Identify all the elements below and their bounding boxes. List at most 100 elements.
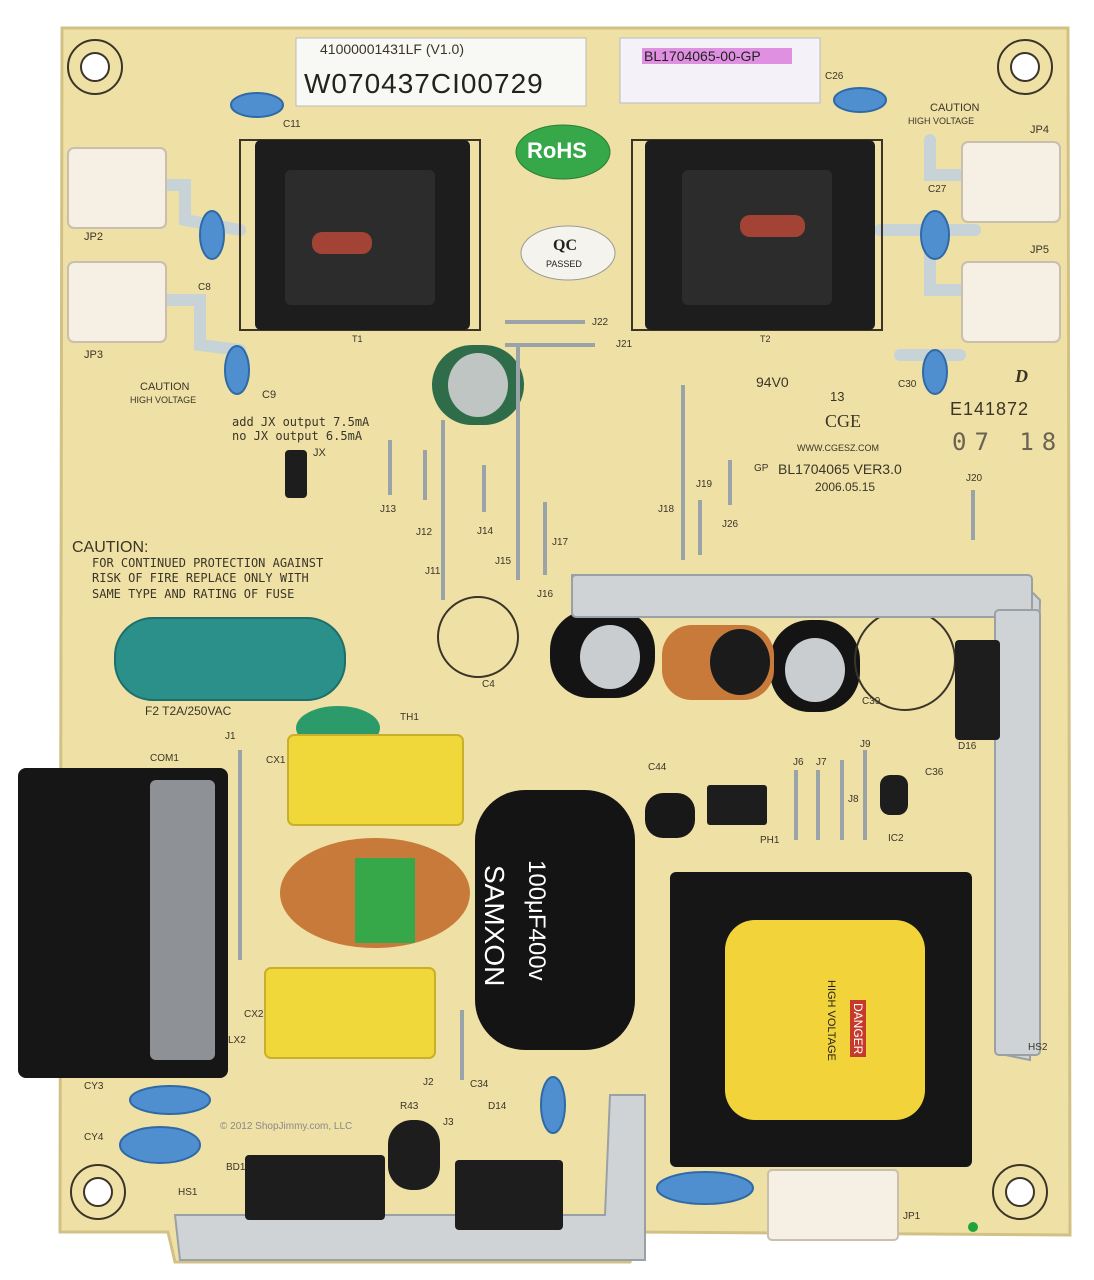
- cap-c30: [922, 349, 948, 395]
- refdes-j7: J7: [816, 757, 827, 768]
- caution-hv-left: CAUTION: [140, 381, 190, 393]
- cap-c26: [833, 87, 887, 113]
- refdes-jp4: JP4: [1030, 124, 1049, 136]
- caution-hv-left-2: HIGH VOLTAGE: [130, 395, 197, 405]
- e-number: E141872: [950, 399, 1030, 419]
- x-capacitors: [264, 734, 464, 1059]
- jumper-wires: [238, 320, 975, 1080]
- cap-cx1: [287, 734, 464, 826]
- refdes-c39: C39: [862, 696, 881, 707]
- refdes-d16: D16: [958, 741, 977, 752]
- refdes-t2: T2: [760, 334, 771, 344]
- caution-fuse-title: CAUTION:: [72, 539, 149, 556]
- refdes-j9: J9: [860, 739, 871, 750]
- board-date: 2006.05.15: [815, 480, 876, 494]
- mounting-hole-top-right: [997, 39, 1053, 95]
- cap-samxon: [475, 790, 635, 1050]
- refdes-j14: J14: [477, 526, 494, 537]
- refdes-c44: C44: [648, 762, 667, 773]
- refdes-j18: J18: [658, 504, 675, 515]
- refdes-jp5: JP5: [1030, 244, 1049, 256]
- d-mark: D: [1015, 366, 1028, 386]
- cap-bottom: [656, 1171, 754, 1205]
- fuse-rating: F2 T2A/250VAC: [145, 704, 232, 718]
- refdes-lx2: LX2: [228, 1035, 246, 1046]
- cap-c11: [230, 92, 284, 118]
- cap-c8: [199, 210, 225, 260]
- refdes-c8: C8: [198, 282, 211, 293]
- date-code: 07 18: [952, 428, 1065, 456]
- transformer-t1: [239, 139, 481, 331]
- refdes-j6: J6: [793, 757, 804, 768]
- refdes-cx1: CX1: [266, 755, 286, 766]
- qc-passed-text: PASSED: [546, 259, 582, 269]
- rohs-sticker: [515, 124, 611, 180]
- qc-sticker: [520, 225, 616, 281]
- bl-sticker: [619, 37, 821, 104]
- samxon-brand: SAMXON: [479, 865, 510, 987]
- caution-fuse-line-3: SAME TYPE AND RATING OF FUSE: [92, 587, 295, 601]
- connector-jp4: [961, 141, 1061, 223]
- led-dot: [968, 1222, 978, 1232]
- refdes-hs2: HS2: [1028, 1042, 1048, 1053]
- copyright-watermark: © 2012 ShopJimmy.com, LLC: [220, 1121, 353, 1132]
- refdes-jp3: JP3: [84, 349, 103, 361]
- electrolytic-capacitors: [432, 345, 956, 1050]
- refdes-j19: J19: [696, 479, 713, 490]
- refdes-j15: J15: [495, 556, 512, 567]
- rohs-text: RoHS: [527, 138, 587, 163]
- refdes-j12: J12: [416, 527, 433, 538]
- refdes-t1: T1: [352, 334, 363, 344]
- connectors: [67, 141, 1061, 1241]
- heatsink-hs2: [571, 574, 1042, 1062]
- refdes-j11: J11: [425, 566, 441, 577]
- connector-jp1: [767, 1169, 899, 1241]
- cap-cx2: [264, 967, 436, 1059]
- refdes-j1: J1: [225, 731, 236, 742]
- inductor: [662, 625, 774, 700]
- ac-inlet: [18, 768, 228, 1078]
- fuse-f2: [114, 617, 346, 701]
- refdes-jp2: JP2: [84, 231, 103, 243]
- refdes-c36: C36: [925, 767, 944, 778]
- q-bottom: [455, 1160, 563, 1230]
- main-transformer: [670, 872, 972, 1167]
- connector-jp3: [67, 261, 167, 343]
- bd1: [245, 1155, 385, 1220]
- bl-sticker-text: BL1704065-00-GP: [644, 48, 761, 64]
- refdes-cy4: CY4: [84, 1132, 104, 1143]
- mounting-hole-bottom-left: [70, 1164, 126, 1220]
- part-number-top: 41000001431LF (V1.0): [320, 41, 464, 57]
- refdes-ph1: PH1: [760, 835, 780, 846]
- refdes-com1: COM1: [150, 753, 179, 764]
- refdes-bd1: BD1: [226, 1162, 246, 1173]
- cap-c9: [224, 345, 250, 395]
- refdes-c4: C4: [482, 679, 495, 690]
- board-id: BL1704065 VER3.0: [778, 461, 902, 477]
- small-ics: [245, 450, 1000, 1230]
- caution-hv-right: CAUTION: [930, 102, 980, 114]
- refdes-c30: C30: [898, 379, 917, 390]
- refdes-j26: J26: [722, 519, 739, 530]
- danger-text: DANGER: [850, 1000, 866, 1058]
- cap-cy3: [129, 1085, 211, 1115]
- ph1: [707, 785, 767, 825]
- caution-fuse-line-2: RISK OF FIRE REPLACE ONLY WITH: [92, 571, 309, 585]
- jx-label: JX: [313, 447, 326, 459]
- part-number-label: [295, 37, 587, 107]
- refdes-c9: C9: [262, 389, 277, 401]
- ul-mark: 94V0: [756, 374, 789, 390]
- blue-capacitors: [119, 87, 950, 1205]
- transformer-t2: [631, 139, 883, 331]
- refdes-j3: J3: [443, 1117, 454, 1128]
- cap-c34: [540, 1076, 566, 1134]
- cap-c4-outline: [437, 596, 519, 678]
- refdes-j16: J16: [537, 589, 554, 600]
- cap-cy4: [119, 1126, 201, 1164]
- qc-text: QC: [553, 237, 577, 254]
- mounting-hole-top-left: [67, 39, 123, 95]
- caution-hv-right-2: HIGH VOLTAGE: [908, 116, 975, 126]
- ic2: [880, 775, 908, 815]
- samxon-value: 100μF400v: [523, 860, 550, 981]
- refdes-jp1: JP1: [903, 1211, 921, 1222]
